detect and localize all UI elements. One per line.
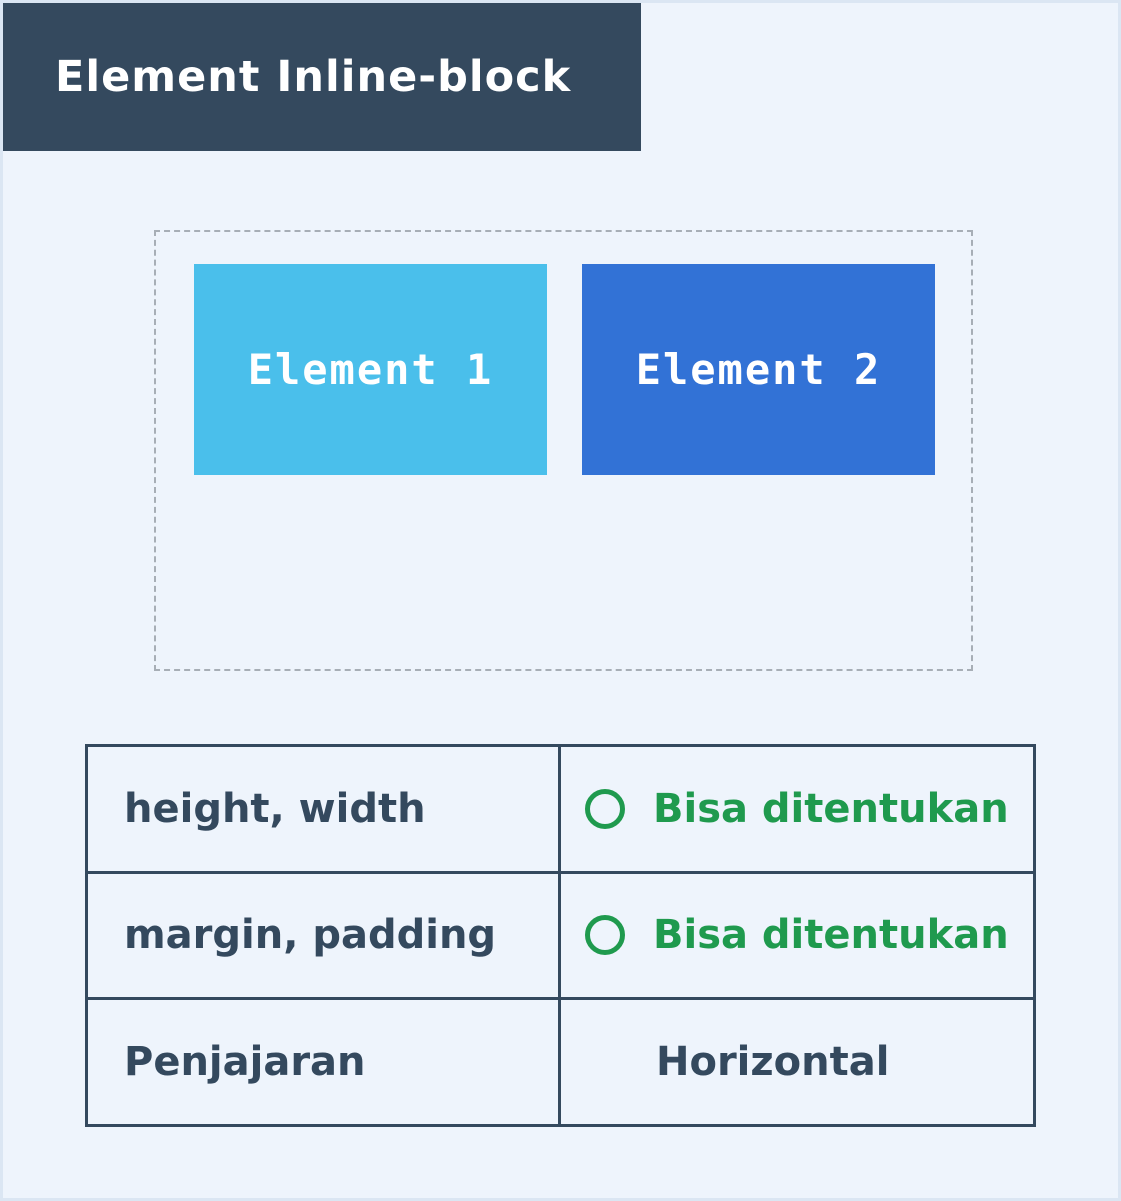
property-value: Bisa ditentukan bbox=[653, 785, 1009, 832]
circle-icon bbox=[585, 788, 625, 829]
element-1-box: Element 1 bbox=[194, 264, 547, 475]
property-value-cell: Horizontal bbox=[558, 997, 1036, 1127]
property-value: Horizontal bbox=[656, 1039, 890, 1086]
table-row: margin, padding Bisa ditentukan bbox=[85, 870, 1036, 1001]
diagram-title: Element Inline-block bbox=[3, 3, 641, 151]
table-row: height, width Bisa ditentukan bbox=[85, 744, 1036, 874]
element-1-label: Element 1 bbox=[247, 345, 494, 394]
element-2-label: Element 2 bbox=[635, 345, 882, 394]
property-value: Bisa ditentukan bbox=[653, 912, 1009, 959]
property-name: height, width bbox=[85, 744, 561, 874]
property-name: Penjajaran bbox=[85, 997, 561, 1127]
property-name: margin, padding bbox=[85, 870, 561, 1001]
properties-table: height, width Bisa ditentukan margin, pa… bbox=[85, 744, 1036, 1127]
property-value-cell: Bisa ditentukan bbox=[558, 744, 1036, 874]
parent-container bbox=[154, 230, 973, 671]
table-row: Penjajaran Horizontal bbox=[85, 997, 1036, 1127]
property-value-cell: Bisa ditentukan bbox=[558, 870, 1036, 1001]
circle-icon bbox=[585, 915, 625, 956]
element-2-box: Element 2 bbox=[582, 264, 935, 475]
